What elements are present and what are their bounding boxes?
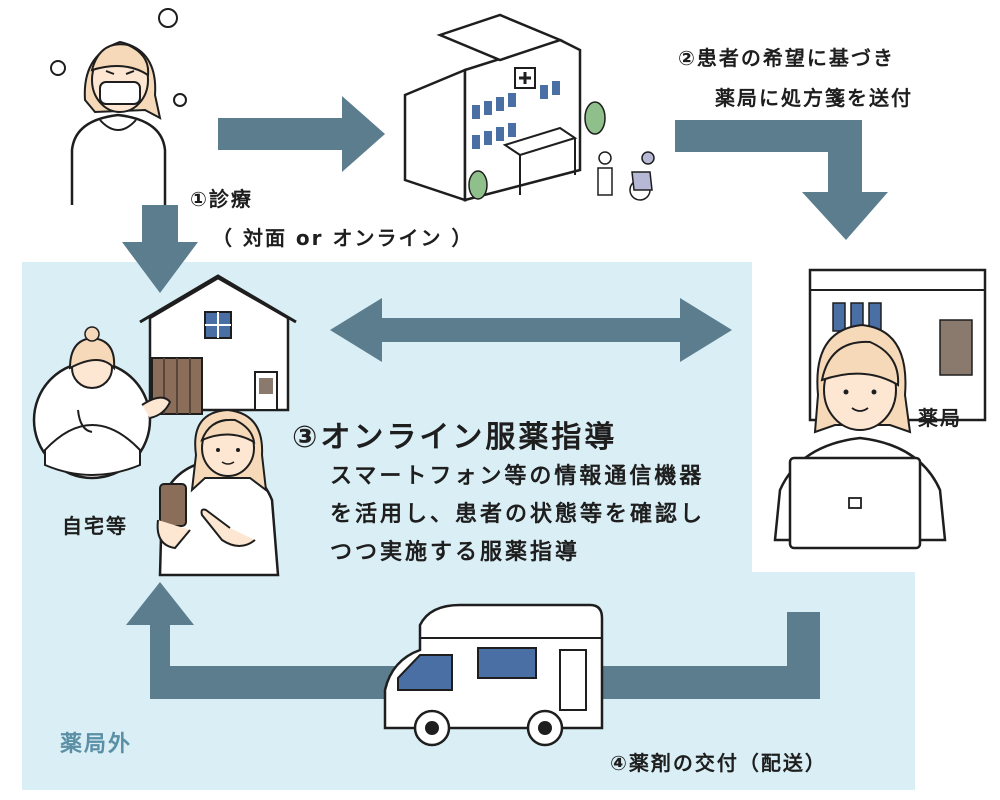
pharmacy-label: 薬局 <box>918 406 962 430</box>
step2-line1: ②患者の希望に基づき <box>678 46 895 70</box>
step3-title: ③オンライン服薬指導 <box>292 420 618 455</box>
home-label: 自宅等 <box>62 514 128 538</box>
step3-desc-line2: を活用し、患者の状態等を確認し <box>330 502 706 527</box>
step4-label: ④薬剤の交付（配送） <box>610 751 827 775</box>
step1-mode: （ 対面 or オンライン ） <box>212 226 474 250</box>
arrow-delivery-to-home <box>126 582 820 699</box>
arrow-home-pharmacy-bidirectional <box>330 298 732 362</box>
arrow-patient-to-home <box>122 205 198 293</box>
step2-line2: 薬局に処方箋を送付 <box>715 86 913 110</box>
step3-desc-line1: スマートフォン等の情報通信機器 <box>330 464 705 489</box>
step1-label: ①診療 <box>190 187 253 211</box>
arrow-hospital-to-pharmacy <box>675 120 888 240</box>
arrow-patient-to-hospital <box>218 96 385 172</box>
people-with-wheelchair-icon <box>597 151 655 201</box>
outside-pharmacy-label: 薬局外 <box>60 732 133 757</box>
step3-desc-line3: つつ実施する服薬指導 <box>330 540 581 565</box>
